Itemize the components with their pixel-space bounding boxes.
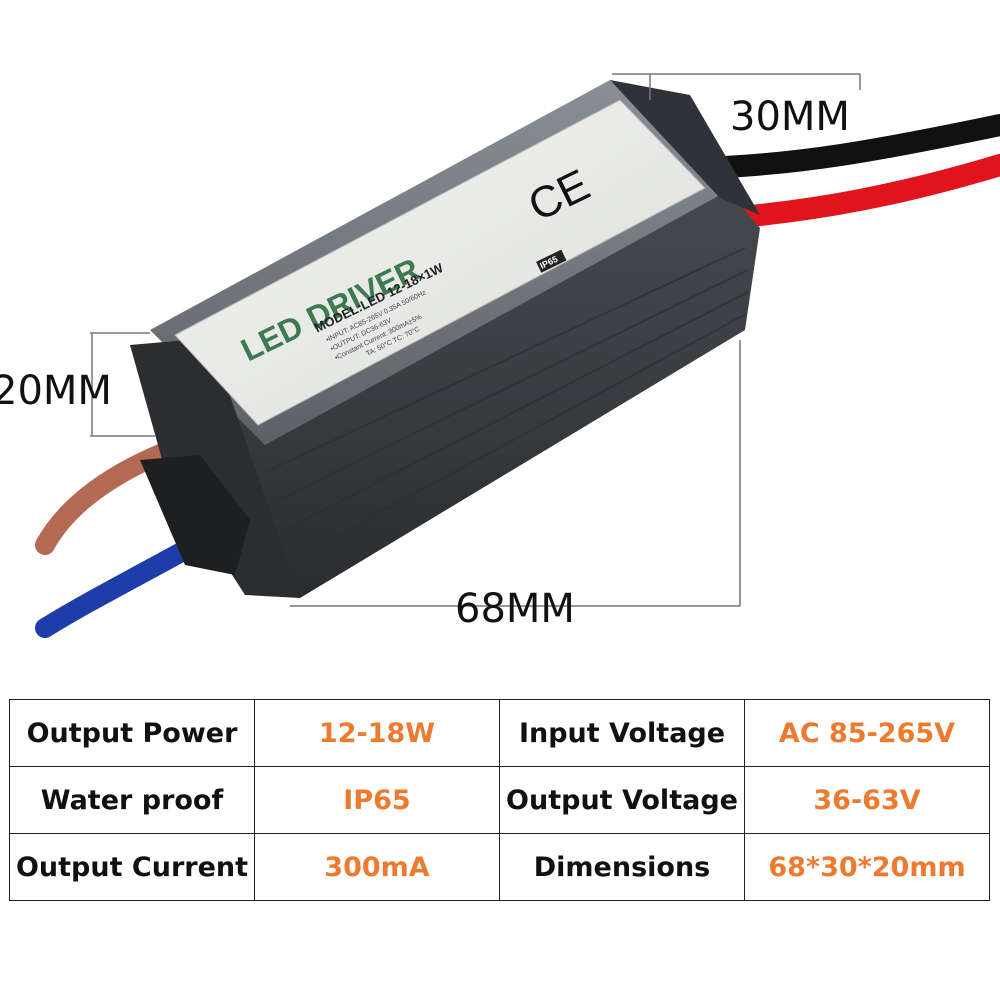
length-dimension-label: 68MM (455, 586, 575, 632)
red-wire (719, 154, 1000, 229)
brown-wire (35, 440, 180, 555)
spec-label: Output Voltage (499, 766, 745, 834)
spec-table: Output Power 12-18W Input Voltage AC 85-… (9, 699, 990, 901)
spec-label: Output Power (9, 699, 255, 767)
width-dimension-label: 30MM (730, 94, 850, 140)
spec-label: Output Current (9, 833, 255, 901)
end-cap-left (130, 338, 300, 598)
end-cap-right (610, 80, 760, 215)
spec-label: Water proof (9, 766, 255, 834)
table-row: Water proof IP65 Output Voltage 36-63V (9, 766, 990, 834)
table-row: Output Current 300mA Dimensions 68*30*20… (9, 833, 990, 901)
output-wires (689, 114, 1000, 229)
spec-value: 36-63V (744, 766, 990, 834)
dimension-lines (90, 73, 861, 607)
spec-value: AC 85-265V (744, 699, 990, 767)
product-label: LED DRIVER MODEL:LED 12-18×1W •INPUT: AC… (174, 99, 706, 426)
spec-value: 68*30*20mm (744, 833, 990, 901)
spec-label: Dimensions (499, 833, 745, 901)
product-photo: LED DRIVER MODEL:LED 12-18×1W •INPUT: AC… (0, 73, 1000, 638)
black-wire (689, 114, 1000, 179)
spec-label: Input Voltage (499, 699, 745, 767)
spec-value: IP65 (254, 766, 500, 834)
cable-gland (140, 455, 250, 575)
height-dimension-label: 20MM (0, 368, 112, 414)
table-row: Output Power 12-18W Input Voltage AC 85-… (9, 699, 990, 767)
spec-value: 12-18W (254, 699, 500, 767)
spec-value: 300mA (254, 833, 500, 901)
